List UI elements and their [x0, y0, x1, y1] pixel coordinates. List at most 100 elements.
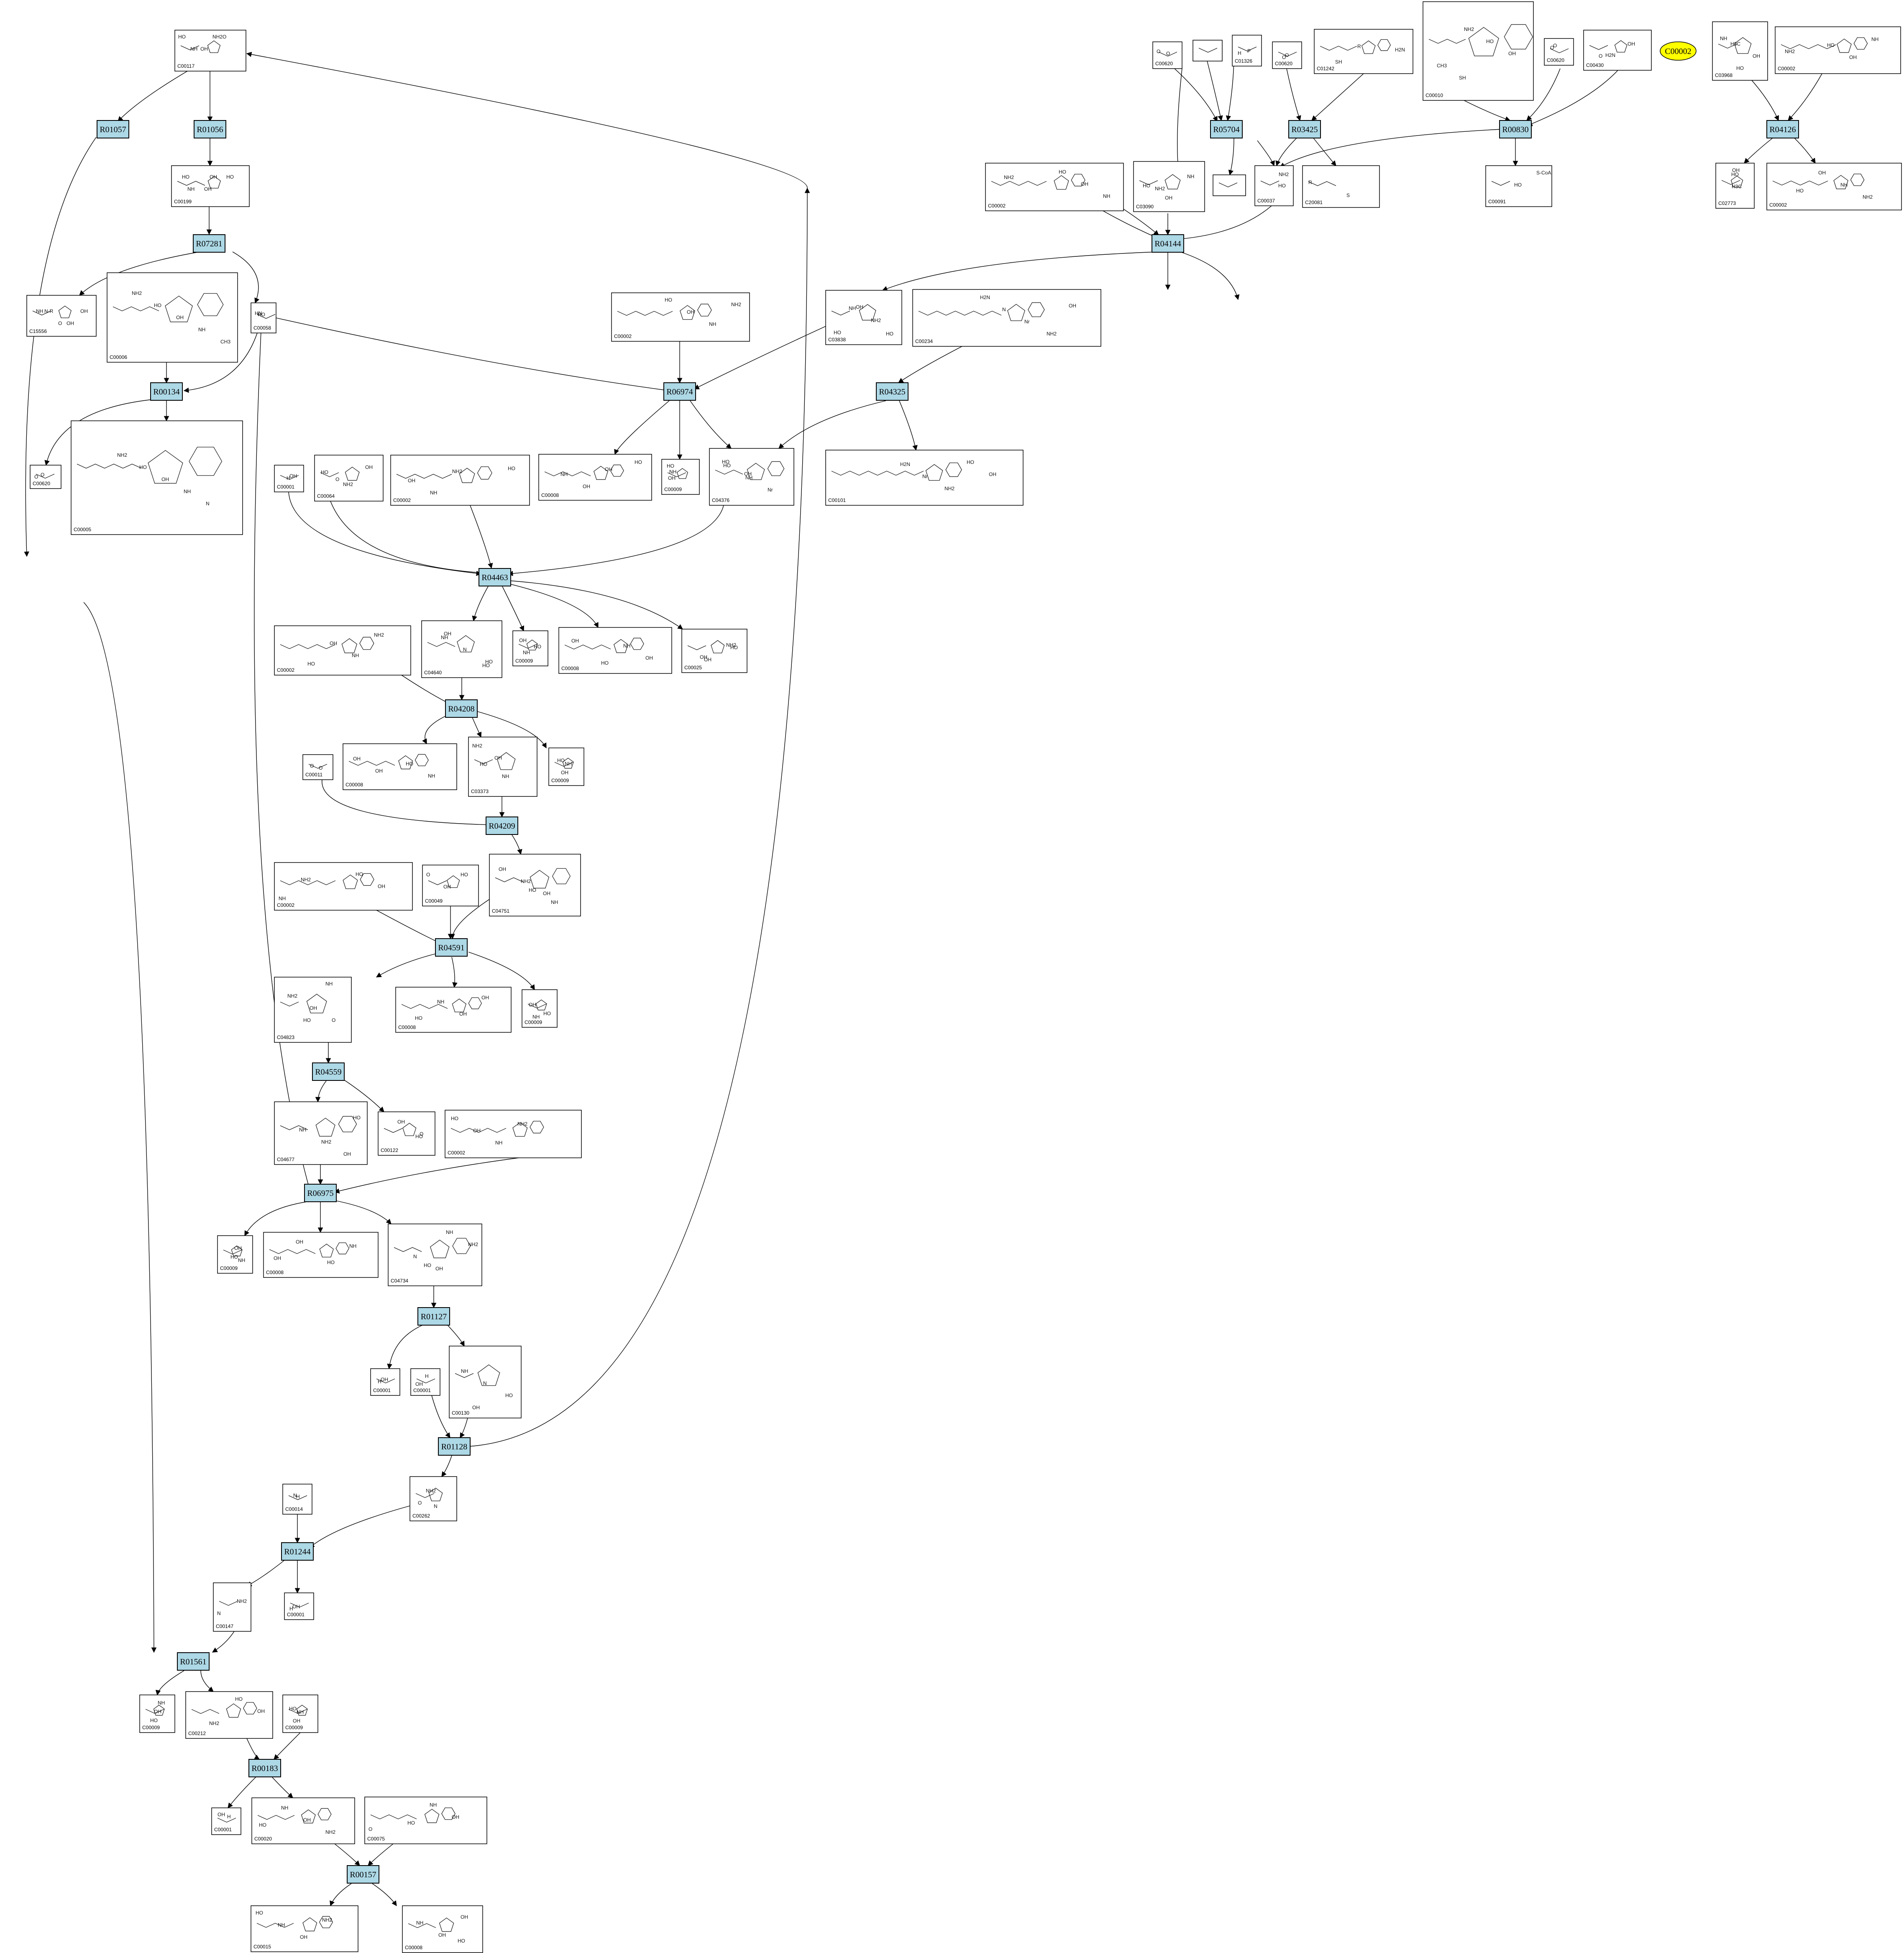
- reaction-node[interactable]: R03425: [1288, 120, 1321, 138]
- chain-bond: [1218, 182, 1238, 187]
- reaction-node[interactable]: R00157: [347, 1865, 379, 1884]
- reaction-node[interactable]: R01244: [281, 1542, 314, 1561]
- reaction-node[interactable]: R04591: [435, 938, 468, 957]
- reaction-node[interactable]: R06974: [663, 382, 696, 401]
- reaction-node[interactable]: R04208: [445, 699, 478, 718]
- reaction-node[interactable]: R07281: [193, 234, 225, 253]
- reaction-node[interactable]: R04559: [312, 1062, 345, 1081]
- reaction-node[interactable]: R00830: [1499, 120, 1532, 138]
- reaction-node[interactable]: R04126: [1766, 120, 1799, 138]
- compound-node[interactable]: [1193, 40, 1223, 61]
- reaction-node[interactable]: R04144: [1152, 234, 1184, 253]
- reaction-node[interactable]: R01056: [194, 120, 226, 138]
- reaction-node[interactable]: R00183: [248, 1759, 281, 1777]
- compound-node[interactable]: [1213, 174, 1246, 196]
- reaction-node[interactable]: R01561: [177, 1652, 210, 1671]
- reaction-node[interactable]: R01127: [417, 1307, 450, 1326]
- ring-bond: [296, 1705, 308, 1716]
- compound-box: [445, 1110, 582, 1158]
- reaction-node[interactable]: R04325: [876, 382, 908, 401]
- reaction-node[interactable]: R05704: [1210, 120, 1243, 138]
- reaction-node[interactable]: R00134: [150, 382, 183, 401]
- highlight-ellipse[interactable]: C00002: [1660, 41, 1697, 61]
- reaction-node[interactable]: R06975: [304, 1184, 337, 1202]
- reaction-node[interactable]: R04209: [486, 817, 518, 835]
- reaction-node[interactable]: R01057: [97, 120, 129, 138]
- reaction-node[interactable]: R01128: [438, 1437, 471, 1456]
- reaction-edge: [155, 1670, 184, 1696]
- reaction-node[interactable]: R04463: [479, 568, 511, 586]
- chain-bond: [427, 642, 456, 647]
